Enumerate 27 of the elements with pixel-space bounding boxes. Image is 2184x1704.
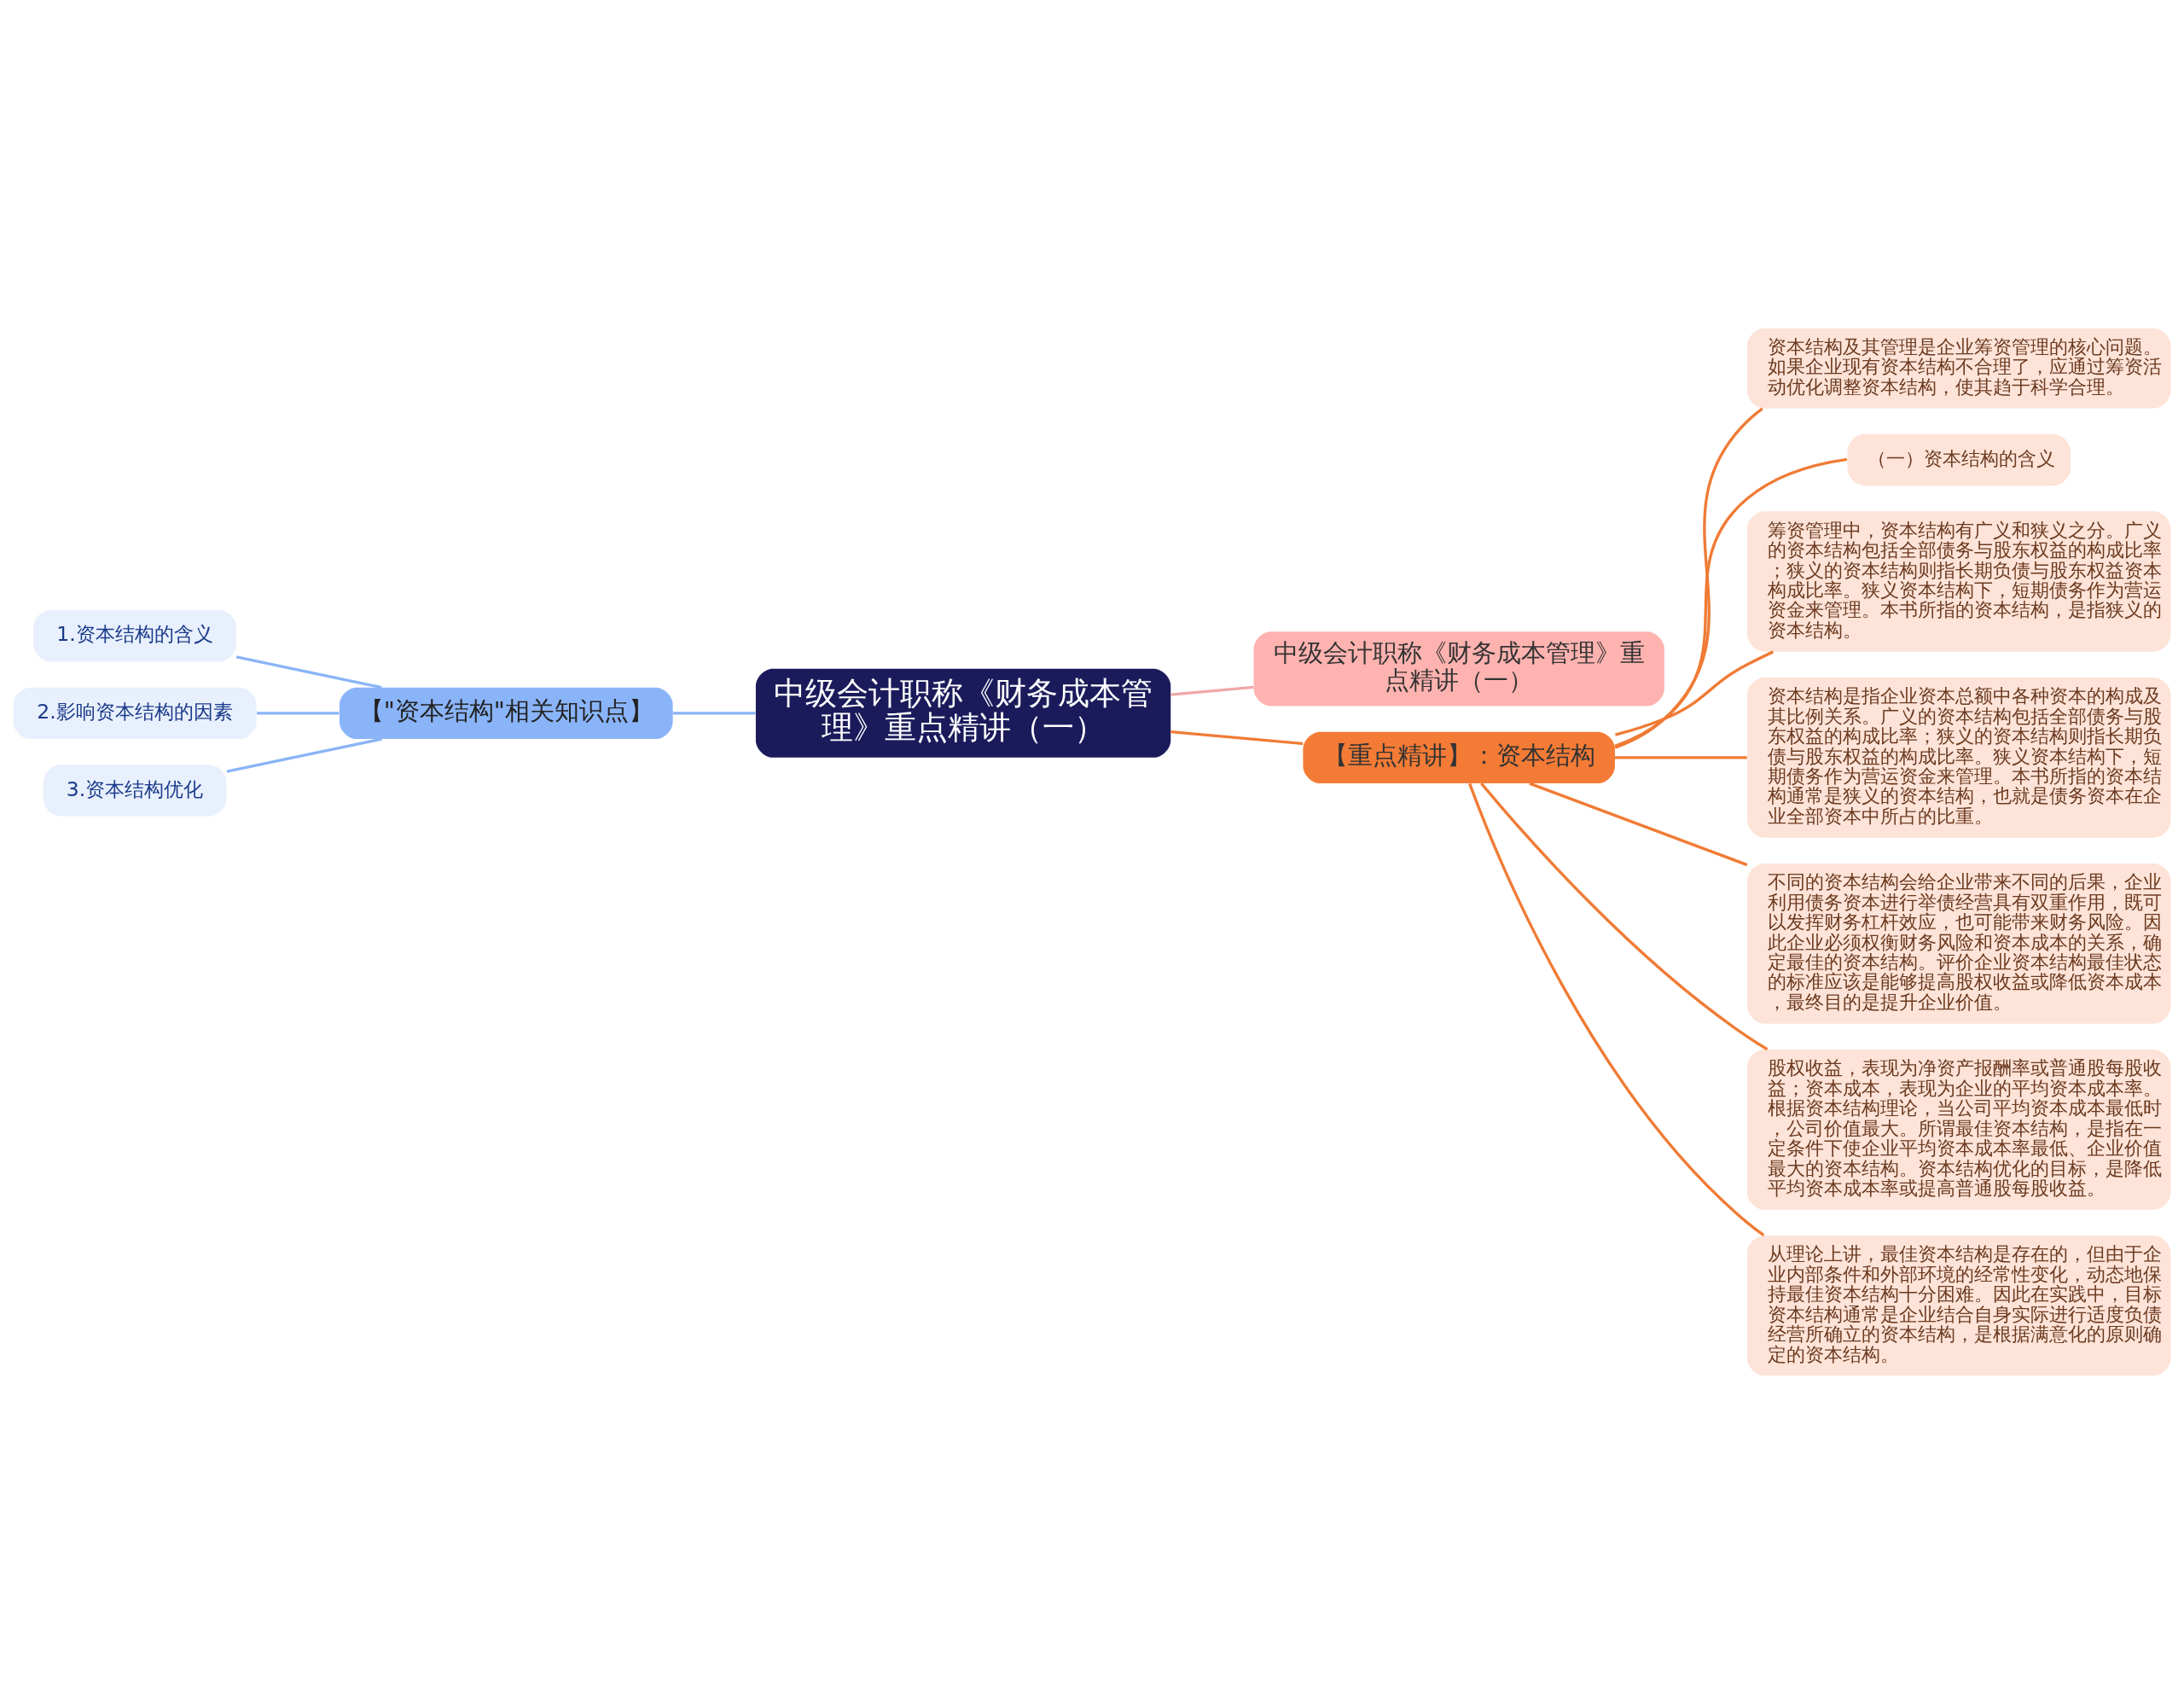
connector [1170, 730, 1304, 746]
node-box: （一）资本结构的含义 [1847, 433, 2071, 486]
connector [226, 737, 382, 773]
connector [1614, 407, 1763, 749]
connector [1170, 685, 1254, 696]
node-box: 资本结构及其管理是企业筹资管理的核心问题。如果企业现有资本结构不合理了，应通过筹资活动优化调整资本结构，使其趋于科学合理。 [1747, 328, 2171, 409]
connector [1615, 756, 1747, 759]
node-box: 中级会计职称《财务成本管理》重点精讲（一） [755, 668, 1171, 758]
node-box: 筹资管理中，资本结构有广义和狭义之分。广义的资本结构包括全部债务与股东权益的构成比率；狭义的资本结构则指长期负债与股东权益资本构成比率。狭义资本结构下，短期债务作为营运资金来管理。本书所指的资本结构，是指狭义的资本结构。 [1747, 511, 2171, 652]
connector [672, 712, 756, 715]
connector [1615, 650, 1774, 736]
node-box: 1.资本结构的含义 [33, 610, 237, 662]
connector [1529, 782, 1748, 867]
node-box: 资本结构是指企业资本总额中各种资本的构成及其比例关系。广义的资本结构包括全部债务与股东权益的构成比率；狭义的资本结构则指长期负债与股东权益的构成比率。狭义资本结构下，短期债务作为营运资金来管理。本书所指的资本结构通常是狭义的资本结构，也就是债务资本在企业全部资本中所占的比重。 [1747, 677, 2171, 838]
node-box: 股权收益，表现为净资产报酬率或普通股每股收益；资本成本，表现为企业的平均资本成本率。根据资本结构理论，当公司平均资本成本最低时，公司价值最大。所谓最佳资本结构，是指在一定条件下使企业平均资本成本率最低、企业价值最大的资本结构。资本结构优化的目标，是降低平均资本成本率或提高普通股每股收益。 [1747, 1049, 2171, 1210]
connector [1468, 782, 1765, 1236]
node-box: 不同的资本结构会给企业带来不同的后果，企业利用债务资本进行举债经营具有双重作用，既可以发挥财务杠杆效应，也可能带来财务风险。因此企业必须权衡财务风险和资本成本的关系，确定最佳的资本结构。评价企业资本结构最佳状态的标准应该是能够提高股权收益或降低资本成本，最终目的是提升企业价值。 [1747, 863, 2171, 1024]
node-box: 3.资本结构优化 [43, 765, 227, 817]
node-box: 【重点精讲】：资本结构 [1303, 731, 1615, 783]
connector [1480, 782, 1769, 1051]
connector [1614, 457, 1848, 747]
connector [257, 712, 340, 715]
node-box: 中级会计职称《财务成本管理》重点精讲（一） [1253, 631, 1664, 707]
node-box: 从理论上讲，最佳资本结构是存在的，但由于企业内部条件和外部环境的经常性变化，动态地保持最佳资本结构十分困难。因此在实践中，目标资本结构通常是企业结合自身实际进行适度负债经营所确立的资本结构，是根据满意化的原则确定的资本结构。 [1747, 1235, 2171, 1376]
connector [235, 655, 382, 689]
node-box: 2.影响资本结构的因素 [13, 687, 257, 739]
node-box: 【"资本结构"相关知识点】 [339, 687, 673, 739]
